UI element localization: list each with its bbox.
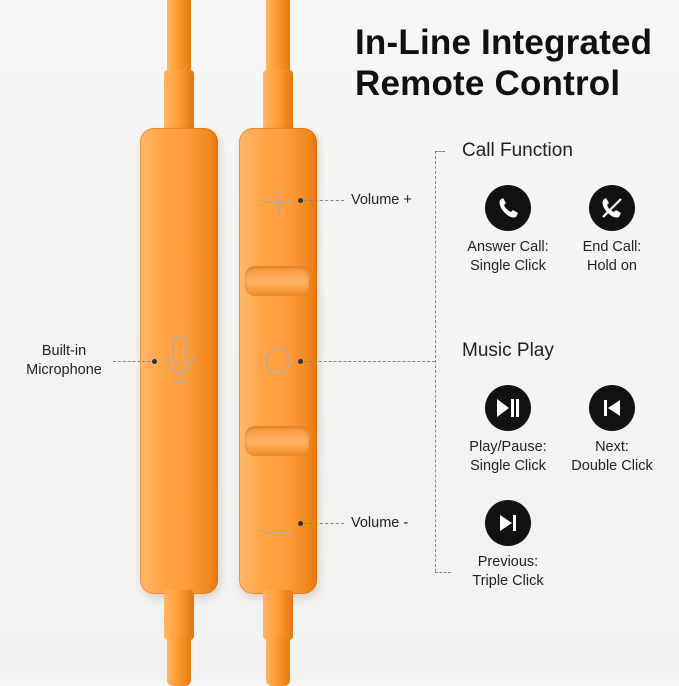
previous-track-caption-line2: Triple Click xyxy=(472,573,544,589)
microphone-leader-line xyxy=(113,361,155,362)
volume-down-leader-line xyxy=(304,523,344,524)
volume-up-leader-line xyxy=(304,200,344,201)
remote-groove-bottom xyxy=(245,426,309,456)
phone-end-icon xyxy=(602,198,622,218)
volume-up-button[interactable] xyxy=(262,188,294,216)
microphone-label-line2: Microphone xyxy=(26,362,102,378)
end-call-button xyxy=(589,185,635,231)
bracket-bottom-cap xyxy=(435,572,451,573)
volume-down-dot xyxy=(298,521,303,526)
volume-up-dot xyxy=(298,198,303,203)
microphone-leader-dot xyxy=(152,359,157,364)
remote-groove-top xyxy=(245,266,309,296)
center-button-leader-line xyxy=(304,361,435,362)
previous-track-caption-line1: Previous: xyxy=(477,554,539,570)
answer-call-caption-line2: Single Click xyxy=(470,258,546,274)
center-button-dot xyxy=(298,359,303,364)
title-line-2: Remote Control xyxy=(355,64,621,103)
microphone-label: Built-in Microphone xyxy=(14,342,114,380)
circle-icon xyxy=(265,348,291,374)
right-cable-sleeve-bottom xyxy=(263,590,293,640)
plus-icon xyxy=(264,189,292,215)
bracket-top-cap xyxy=(435,151,445,152)
previous-track-caption: Previous: Triple Click xyxy=(448,553,568,591)
play-pause-caption-line1: Play/Pause: xyxy=(469,439,547,455)
end-call-caption-line1: End Call: xyxy=(582,239,642,255)
play-pause-icon xyxy=(497,399,519,417)
next-track-button xyxy=(589,385,635,431)
previous-track-icon xyxy=(604,400,620,416)
next-track-caption-line2: Double Click xyxy=(571,458,653,474)
answer-call-button xyxy=(485,185,531,231)
play-pause-caption: Play/Pause: Single Click xyxy=(448,438,568,476)
right-cable-top xyxy=(266,0,290,74)
end-call-caption: End Call: Hold on xyxy=(552,238,672,276)
play-pause-caption-line2: Single Click xyxy=(470,458,546,474)
next-track-caption: Next: Double Click xyxy=(552,438,672,476)
right-cable-bottom xyxy=(266,636,290,686)
left-cable-top xyxy=(167,0,191,74)
center-button[interactable] xyxy=(264,347,292,375)
previous-track-button xyxy=(485,500,531,546)
music-play-heading: Music Play xyxy=(462,340,554,361)
volume-down-label: Volume - xyxy=(351,515,409,531)
page-title: In-Line Integrated Remote Control xyxy=(355,22,652,104)
next-track-caption-line1: Next: xyxy=(595,439,629,455)
call-function-heading: Call Function xyxy=(462,140,573,161)
right-cable-sleeve-top xyxy=(263,70,293,132)
answer-call-caption: Answer Call: Single Click xyxy=(448,238,568,276)
phone-answer-icon xyxy=(499,198,518,218)
title-line-1: In-Line Integrated xyxy=(355,23,653,62)
minus-icon xyxy=(264,532,292,534)
play-pause-button xyxy=(485,385,531,431)
volume-down-button[interactable] xyxy=(262,522,294,534)
left-cable-sleeve-top xyxy=(164,70,194,132)
left-cable-bottom xyxy=(167,636,191,686)
next-track-icon xyxy=(500,515,516,531)
bracket-line xyxy=(435,151,436,572)
end-call-caption-line2: Hold on xyxy=(587,258,637,274)
volume-up-label: Volume + xyxy=(351,192,412,208)
left-cable-sleeve-bottom xyxy=(164,590,194,640)
microphone-icon xyxy=(165,334,195,386)
answer-call-caption-line1: Answer Call: xyxy=(467,239,549,255)
microphone-label-line1: Built-in xyxy=(41,343,87,359)
